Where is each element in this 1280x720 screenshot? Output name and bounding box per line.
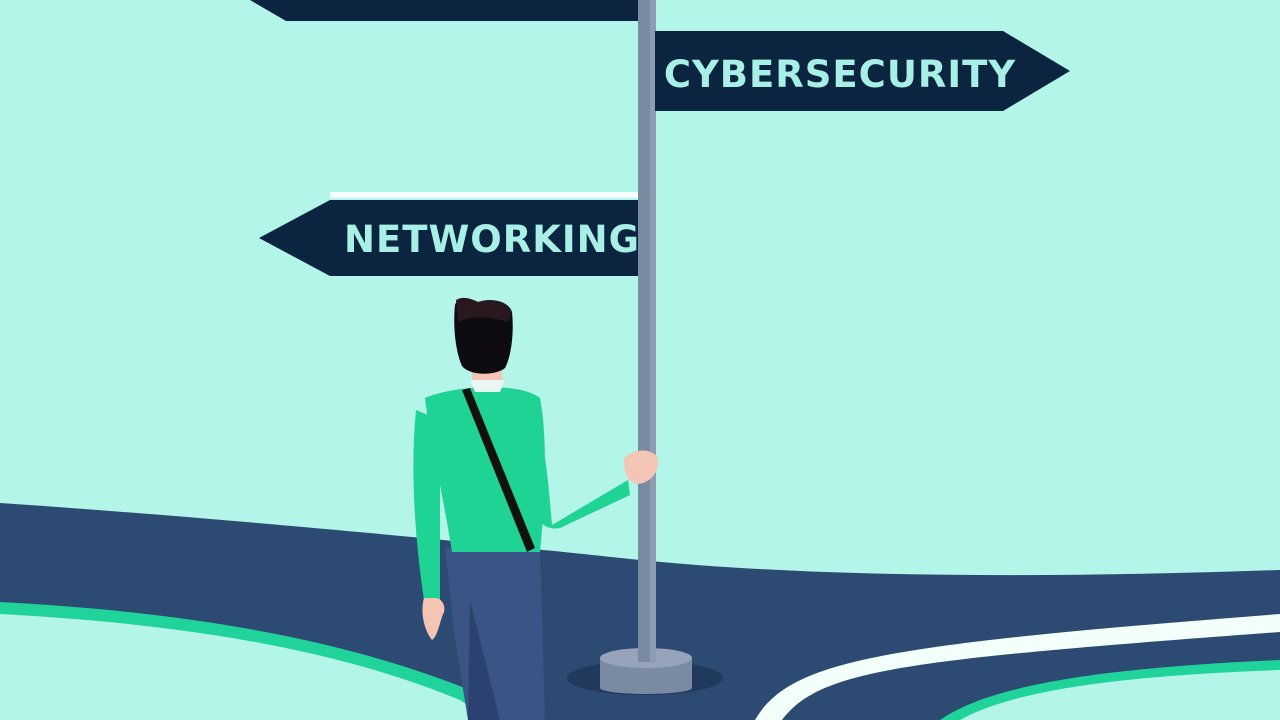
right-hand (624, 450, 659, 484)
left-hand (422, 598, 445, 640)
sign-top-left (250, 0, 638, 21)
road-center-line (755, 614, 1280, 720)
bag-strap (462, 388, 535, 552)
person (413, 297, 659, 720)
left-arm (413, 410, 440, 600)
sign-networking: NETWORKING (259, 192, 640, 276)
right-arm (528, 398, 630, 529)
sign-cybersecurity: CYBERSECURITY (655, 31, 1070, 111)
sign-cybersecurity-label: CYBERSECURITY (664, 53, 1017, 96)
sign-networking-label: NETWORKING (344, 218, 640, 261)
